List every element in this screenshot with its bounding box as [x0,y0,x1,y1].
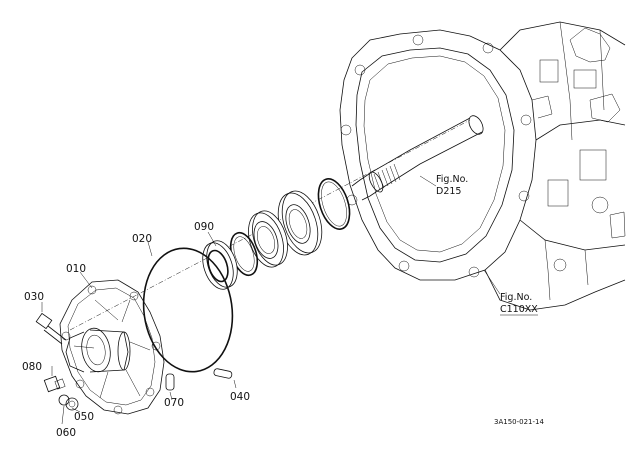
spacer-drawing [248,210,288,268]
part-label-060: 060 [56,427,76,439]
cover-drawing [59,279,165,415]
part-label-050: 050 [74,411,94,423]
o-ring-drawing [142,247,234,373]
ref-label-d215-code: D215 [436,186,461,197]
nut-drawing [65,397,79,411]
drawing-code: 3A150-021-14 [494,418,544,426]
part-label-090: 090 [194,221,214,233]
part-label-080: 080 [22,361,42,373]
leader-lines [41,175,501,425]
snap-ring-drawing [317,178,351,230]
part-label-030: 030 [24,291,44,303]
plug-drawing [43,375,66,393]
part-label-040: 040 [230,391,250,403]
seal-drawing [202,240,238,290]
dowel-pin-drawing [165,373,175,391]
part-label-020: 020 [132,233,152,245]
ref-label-c110-title: Fig.No. [500,292,532,303]
bolt-drawing [35,312,67,345]
part-label-070: 070 [164,397,184,409]
washer-drawing [58,394,70,406]
ref-label-c110-code: C110XX [500,304,538,315]
part-label-010: 010 [66,263,86,275]
pin-drawing [213,368,233,379]
ref-label-d215-title: Fig.No. [436,174,468,185]
